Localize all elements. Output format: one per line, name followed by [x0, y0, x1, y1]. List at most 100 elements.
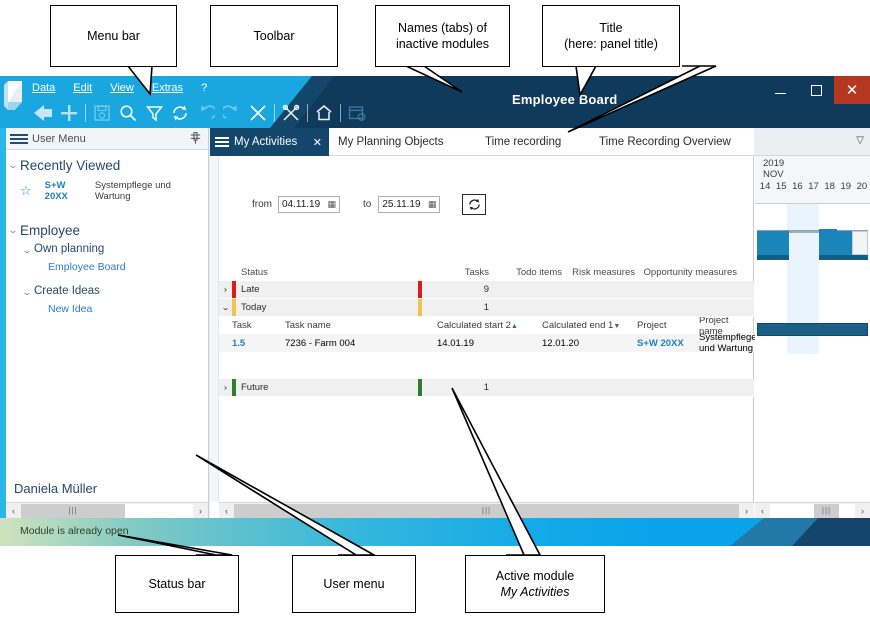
star-icon[interactable]: ☆	[20, 183, 32, 198]
tree-node-recently-viewed[interactable]: ⌄ Recently Viewed	[6, 156, 208, 175]
scroll-thumb[interactable]: |||	[234, 503, 739, 518]
tab-close-icon[interactable]: ✕	[312, 136, 322, 149]
calendar-icon[interactable]: ▦	[427, 198, 437, 209]
search-icon[interactable]	[115, 100, 141, 126]
menu-item-help[interactable]: ?	[201, 82, 208, 94]
scroll-track[interactable]: |||	[21, 503, 193, 518]
tree-node-own-planning[interactable]: ⌄ Own planning	[20, 241, 208, 259]
filter-icon[interactable]	[141, 100, 167, 126]
scroll-track[interactable]: |||	[234, 503, 739, 518]
scroll-thumb[interactable]: |||	[814, 503, 839, 518]
close-x-icon[interactable]	[245, 100, 271, 126]
menu-item-edit[interactable]: Edit	[73, 82, 93, 94]
gantt-year-label: 2019	[763, 158, 785, 169]
detail-column-task[interactable]: Task	[232, 320, 252, 331]
gantt-bar-detail[interactable]	[757, 323, 868, 336]
to-date-value: 25.11.19	[382, 198, 421, 210]
gantt-hscrollbar[interactable]: ‹ ||| ›	[755, 502, 870, 518]
hamburger-icon[interactable]	[10, 133, 28, 144]
detail-column-task-name[interactable]: Task name	[285, 320, 331, 331]
annotation-user-menu: User menu	[292, 555, 416, 613]
close-window-button[interactable]: ✕	[834, 76, 870, 104]
to-date-input[interactable]: 25.11.19 ▦	[378, 195, 441, 213]
user-menu-hscrollbar[interactable]: ‹ ||| ›	[6, 502, 208, 518]
tree-group-recently-viewed: ⌄ Recently Viewed ☆ S+W 20XX Systempfleg…	[6, 154, 208, 205]
grid-hscrollbar[interactable]: ‹ ||| ›	[219, 502, 754, 518]
scroll-thumb[interactable]: |||	[21, 503, 125, 518]
user-menu-header[interactable]: User Menu	[6, 128, 208, 150]
menu-item-extras[interactable]: Extras	[151, 82, 184, 94]
detail-column-calc-end[interactable]: Calculated end 1▼	[542, 320, 621, 331]
refresh-button[interactable]	[462, 193, 487, 215]
column-header-status[interactable]: Status	[241, 267, 268, 278]
menu-item-data[interactable]: Data	[32, 82, 56, 94]
detail-column-calc-start[interactable]: Calculated start 2▲	[437, 320, 518, 331]
list-item[interactable]: ☆ S+W 20XX Systempflege und Wartung	[20, 179, 208, 203]
pin-icon[interactable]	[190, 132, 201, 146]
chevron-down-icon[interactable]: ⌄	[7, 225, 19, 235]
save-icon[interactable]	[89, 100, 115, 126]
back-arrow-icon[interactable]	[30, 100, 56, 126]
maximize-button[interactable]	[798, 76, 834, 104]
tab-my-planning-objects[interactable]: My Planning Objects	[338, 136, 444, 148]
scroll-right-arrow[interactable]: ›	[855, 503, 870, 518]
chevron-down-icon[interactable]: ⌄	[7, 160, 19, 170]
home-icon[interactable]	[311, 100, 337, 126]
column-header-risk[interactable]: Risk measures	[572, 267, 635, 278]
scroll-left-arrow[interactable]: ‹	[6, 503, 21, 518]
undo-icon[interactable]	[193, 100, 219, 126]
annotation-text: Names (tabs) of	[398, 21, 487, 35]
sidebar-item-new-idea[interactable]: New Idea	[48, 301, 208, 317]
tree-node-create-ideas[interactable]: ⌄ Create Ideas	[20, 283, 208, 301]
column-header-todo[interactable]: Todo items	[516, 267, 562, 278]
scroll-left-arrow[interactable]: ‹	[219, 503, 234, 518]
minimize-button[interactable]	[762, 76, 798, 104]
calendar-icon[interactable]: ▦	[327, 198, 336, 209]
redo-icon[interactable]	[219, 100, 245, 126]
table-row[interactable]: ⌄ Today 1	[219, 299, 754, 317]
chevron-down-icon[interactable]: ▽	[856, 135, 864, 146]
sort-desc-icon[interactable]: ▼	[613, 323, 621, 330]
tree-label-own-planning: Own planning	[34, 243, 105, 255]
tools-icon[interactable]	[278, 100, 304, 126]
row-expander-icon[interactable]: ⌄	[221, 303, 230, 312]
gantt-bar-remaining[interactable]	[852, 231, 868, 255]
scroll-right-arrow[interactable]: ›	[739, 503, 754, 518]
tree-label-create-ideas: Create Ideas	[34, 285, 100, 297]
status-color-bar-end	[418, 281, 422, 298]
chevron-down-icon[interactable]: ⌄	[21, 245, 33, 255]
calendar-clock-icon[interactable]	[344, 100, 370, 126]
toolbar[interactable]	[30, 98, 370, 128]
add-icon[interactable]	[56, 100, 82, 126]
scroll-left-arrow[interactable]: ‹	[755, 503, 770, 518]
tree-node-employee[interactable]: ⌄ Employee	[6, 221, 208, 240]
chevron-down-icon[interactable]: ⌄	[21, 287, 33, 297]
detail-column-project-name[interactable]: Project name	[699, 314, 729, 337]
table-row[interactable]: › Future 1	[219, 379, 754, 397]
menu-item-view[interactable]: View	[110, 82, 134, 94]
row-expander-icon[interactable]: ›	[223, 383, 228, 392]
scroll-track[interactable]: |||	[770, 503, 855, 518]
column-header-tasks[interactable]: Tasks	[464, 267, 489, 278]
detail-column-project[interactable]: Project	[637, 320, 667, 331]
sidebar-item-employee-board[interactable]: Employee Board	[48, 259, 208, 275]
table-row[interactable]: 1.5 7236 - Farm 004 14.01.19 12.01.20 S+…	[219, 332, 757, 354]
tab-time-recording-overview[interactable]: Time Recording Overview	[599, 136, 731, 148]
table-row[interactable]: › Late 9	[219, 281, 754, 299]
from-date-input[interactable]: 04.11.19 ▦	[278, 195, 340, 213]
scroll-right-arrow[interactable]: ›	[193, 503, 208, 518]
tab-hamburger-icon[interactable]	[215, 137, 229, 147]
gantt-bar[interactable]	[819, 231, 852, 255]
detail-task-value[interactable]: 1.5	[232, 337, 246, 349]
column-header-opportunity[interactable]: Opportunity measures	[643, 267, 737, 278]
tab-my-activities[interactable]: My Activities ✕	[210, 128, 329, 156]
gantt-bar[interactable]	[757, 231, 789, 255]
gantt-day: 19	[840, 181, 852, 192]
refresh-icon[interactable]	[167, 100, 193, 126]
tab-time-recording[interactable]: Time recording	[485, 136, 562, 148]
detail-project-value[interactable]: S+W 20XX	[637, 337, 684, 349]
sort-asc-icon[interactable]: ▲	[510, 323, 518, 330]
menu-bar[interactable]: Data Edit View Extras ?	[32, 81, 207, 99]
row-tasks-value: 9	[422, 284, 495, 295]
row-expander-icon[interactable]: ›	[223, 285, 228, 294]
